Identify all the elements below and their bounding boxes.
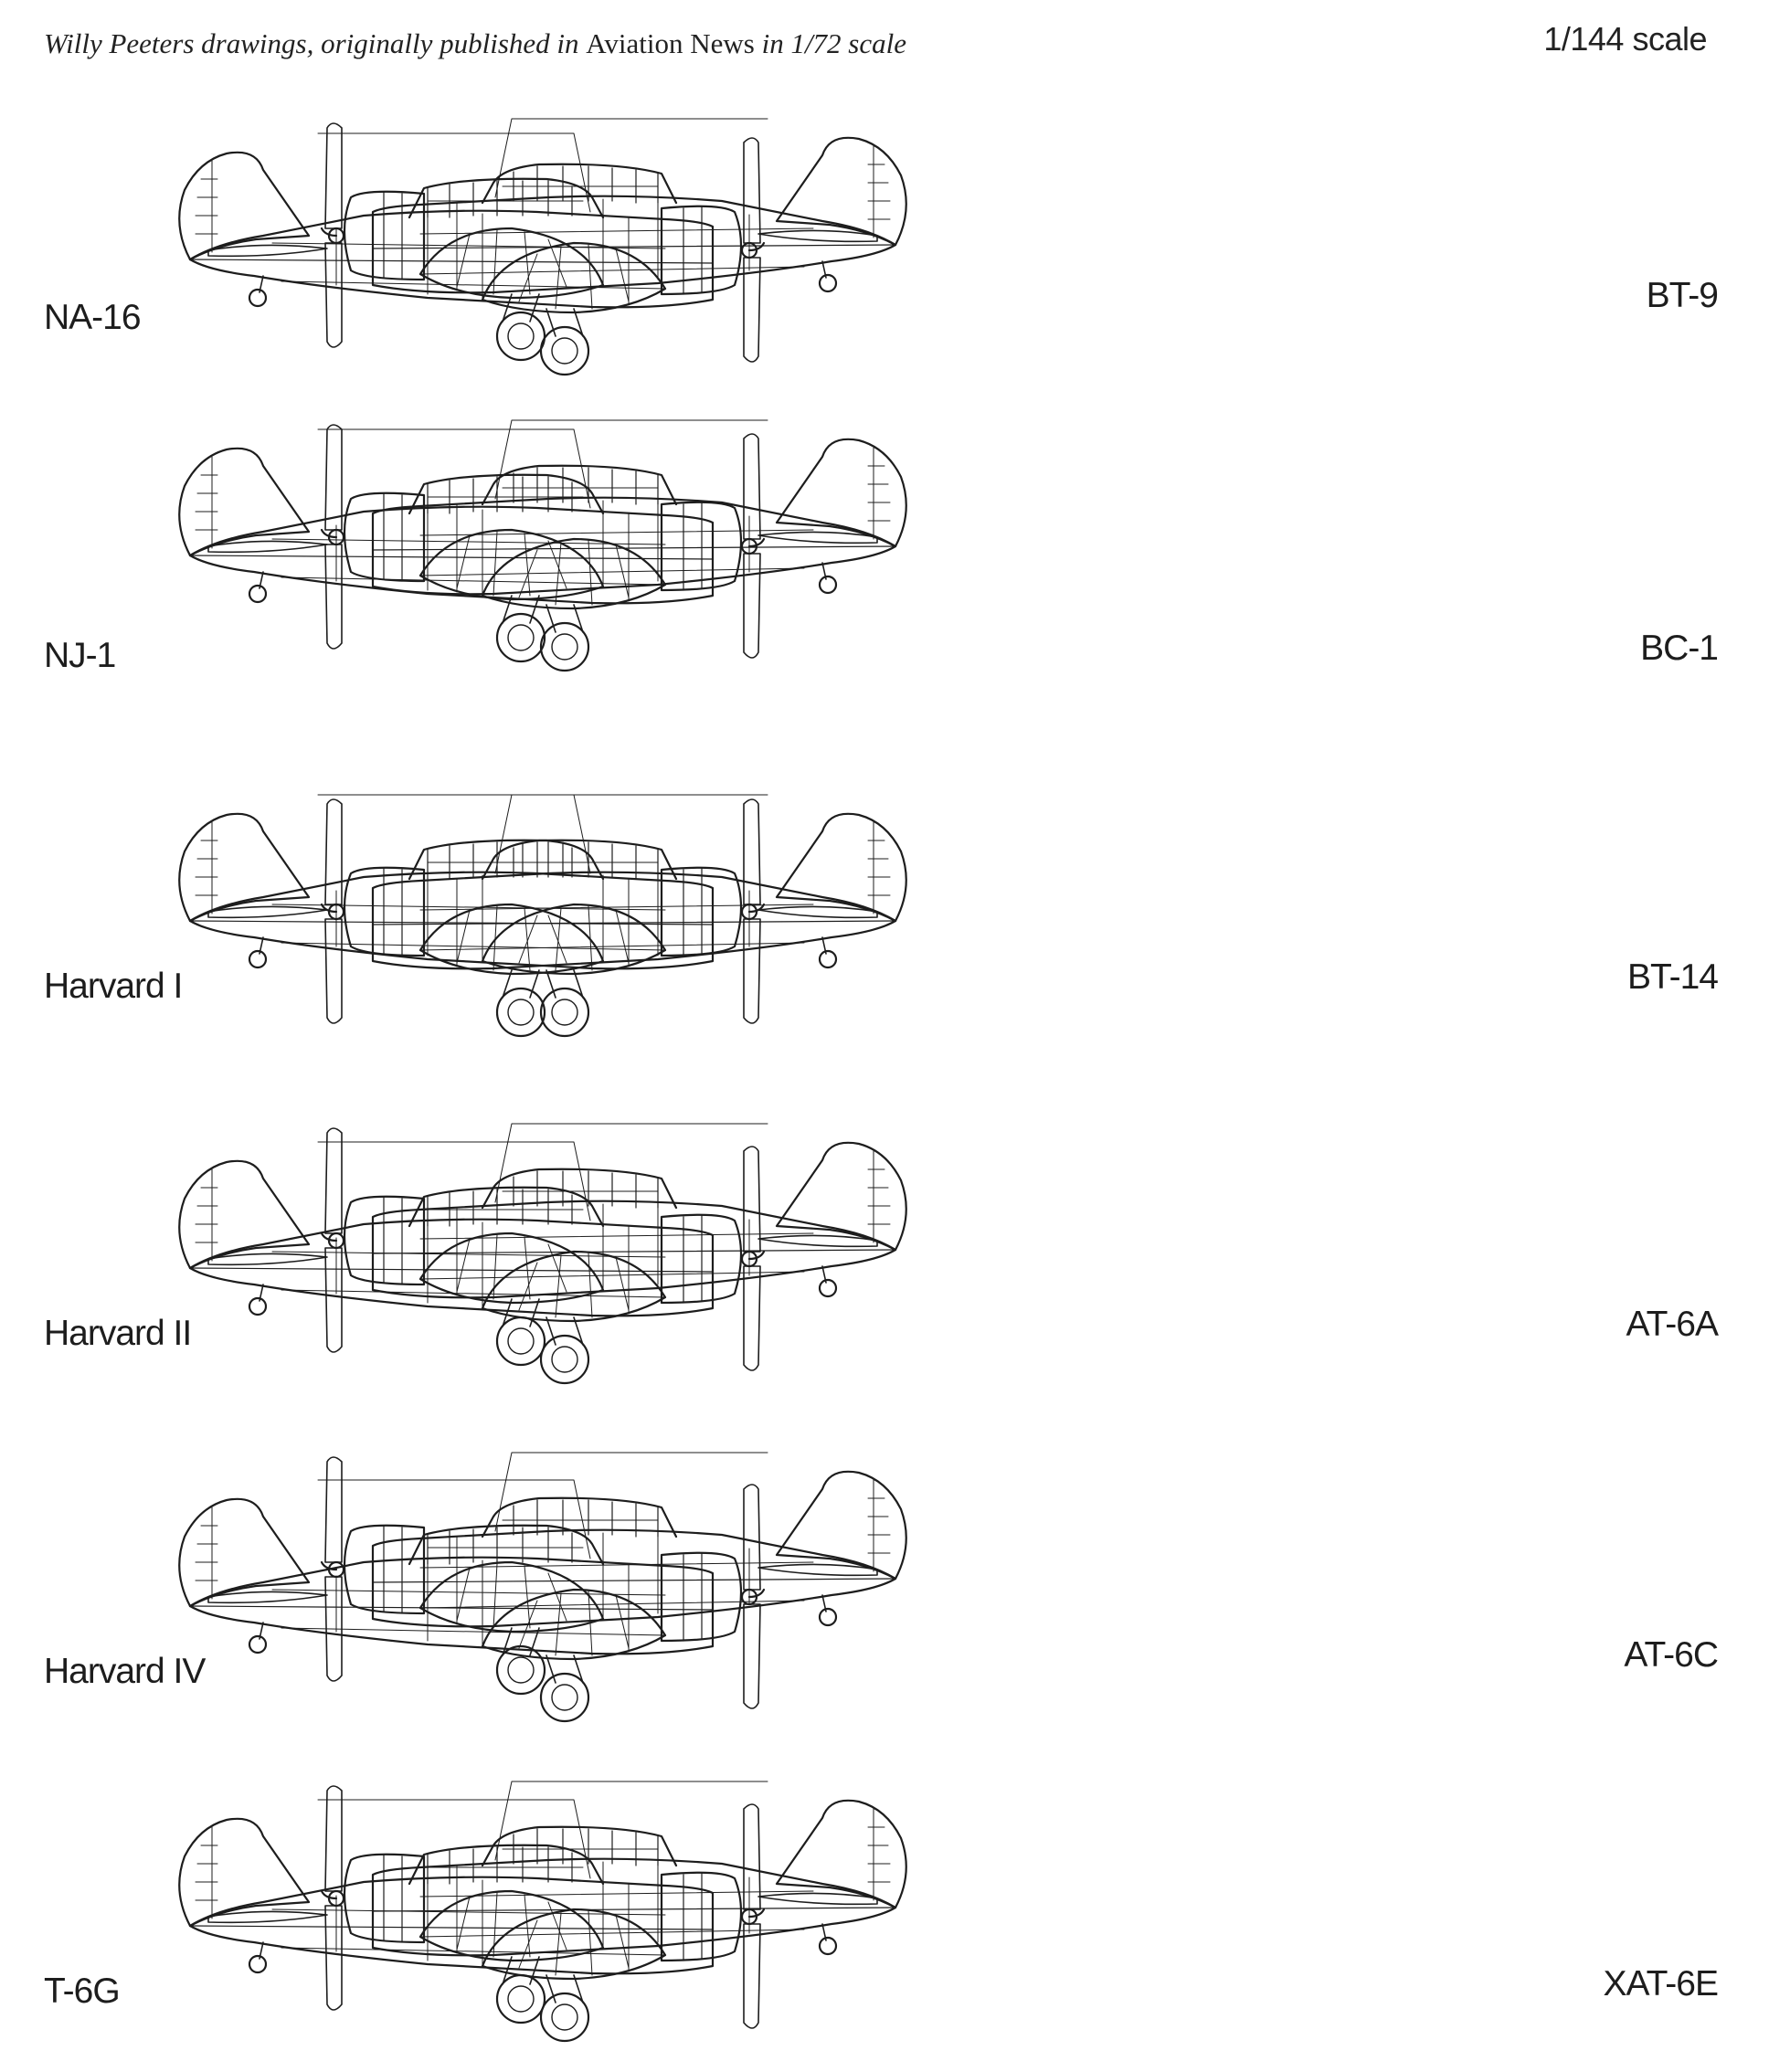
aircraft-label-bt-14: BT-14 <box>1626 957 1719 997</box>
aircraft-cell-xat-6e: XAT-6E <box>320 1736 1719 2046</box>
aircraft-label-bt-9: BT-9 <box>1646 276 1719 315</box>
aircraft-label-nj-1: NJ-1 <box>44 636 116 675</box>
aircraft-label-na-16: NA-16 <box>44 298 142 337</box>
aircraft-side-view-svg <box>178 132 766 376</box>
aircraft-label-harvard-ii: Harvard II <box>44 1314 192 1353</box>
aircraft-cell-at-6c: AT-6C <box>320 1407 1719 1718</box>
aircraft-cell-na-16: NA-16 <box>44 88 866 398</box>
aircraft-label-xat-6e: XAT-6E <box>1603 1964 1719 2003</box>
credit-part2: in 1/72 scale <box>754 27 906 59</box>
aircraft-cell-harvard-i: Harvard I <box>44 758 866 1069</box>
aircraft-label-harvard-iv: Harvard IV <box>44 1652 206 1691</box>
aircraft-cell-at-6a: AT-6A <box>320 1078 1719 1389</box>
aircraft-cell-bc-1: BC-1 <box>320 375 1719 685</box>
aircraft-cell-t-6g: T-6G <box>44 1763 866 2065</box>
aircraft-side-view-svg <box>320 1781 907 2024</box>
aircraft-label-bc-1: BC-1 <box>1640 629 1719 668</box>
aircraft-side-view-svg <box>178 1799 766 2043</box>
aircraft-side-view-svg <box>320 419 907 663</box>
aircraft-cell-bt-9: BT-9 <box>320 37 1719 362</box>
aircraft-side-view-svg <box>320 1452 907 1696</box>
aircraft-side-view-svg <box>320 1123 907 1367</box>
aircraft-label-at-6a: AT-6A <box>1626 1305 1719 1344</box>
drawing-credit: Willy Peeters drawings, originally publi… <box>44 27 906 60</box>
aircraft-cell-bt-14: BT-14 <box>320 749 1719 1060</box>
aircraft-side-view-svg <box>320 794 907 1038</box>
credit-publication: Aviation News <box>586 27 755 59</box>
aircraft-cell-harvard-ii: Harvard II <box>44 1105 866 1416</box>
aircraft-label-at-6c: AT-6C <box>1624 1635 1719 1675</box>
aircraft-side-view-svg <box>178 1141 766 1385</box>
credit-part1: Willy Peeters drawings, originally publi… <box>44 27 587 59</box>
aircraft-label-t-6g: T-6G <box>44 1972 121 2011</box>
aircraft-label-harvard-i: Harvard I <box>44 967 183 1006</box>
scale-note: 1/144 scale <box>1543 20 1707 58</box>
aircraft-side-view-svg <box>320 118 907 362</box>
